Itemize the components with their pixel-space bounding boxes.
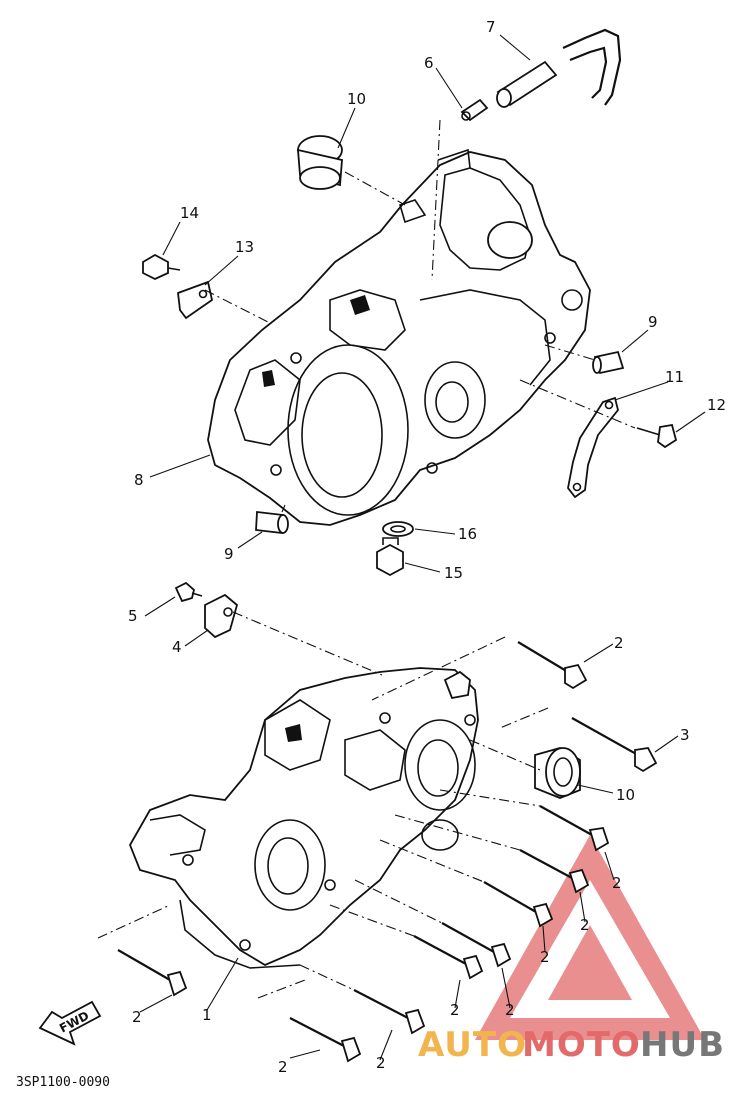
callout-2-h: 2	[376, 1054, 386, 1072]
callout-2-d: 2	[540, 948, 550, 966]
callout-2-b: 2	[612, 874, 622, 892]
dowel-pin-lower	[255, 510, 289, 535]
hose-part	[496, 28, 622, 108]
bushing-upper	[297, 135, 343, 190]
clamp-13	[177, 280, 214, 320]
callout-10-lower: 10	[616, 786, 635, 804]
leader-lines	[139, 34, 706, 1061]
callout-2-a: 2	[614, 634, 624, 652]
watermark-triangle-icon	[475, 835, 705, 1040]
bushing-lower	[534, 747, 581, 799]
callout-2-c: 2	[580, 916, 590, 934]
gasket-16	[382, 521, 414, 537]
holder-4	[204, 593, 239, 639]
plate-11	[567, 396, 619, 499]
crankcase-right-half	[207, 148, 591, 526]
callout-13: 13	[235, 238, 254, 256]
alignment-lines	[97, 119, 636, 999]
callout-labels: 7 6 10 14 13 9 11 12 8 9 16 15 5 4 2 3 1…	[128, 18, 726, 1076]
bolt-14	[142, 253, 181, 280]
screw-5	[174, 581, 203, 603]
callout-16: 16	[458, 525, 477, 543]
crankcase-left-half	[129, 667, 479, 969]
callout-2-i: 2	[278, 1058, 288, 1076]
watermark-logo: AUTO MOTO HUB	[418, 1025, 725, 1065]
drawing-code: 3SP1100-0090	[16, 1075, 110, 1090]
watermark-hub: HUB	[640, 1025, 725, 1065]
callout-4: 4	[172, 638, 182, 656]
callout-2-g: 2	[132, 1008, 142, 1026]
callout-9-lower: 9	[224, 545, 234, 563]
nipple-part	[460, 98, 489, 122]
drain-plug-15	[376, 537, 404, 577]
dowel-pin-upper	[592, 350, 625, 375]
callout-7: 7	[486, 18, 496, 36]
bolt-set-lower	[117, 641, 658, 1063]
forward-arrow-icon: FWD	[38, 1000, 102, 1046]
callout-5: 5	[128, 607, 138, 625]
callout-11: 11	[665, 368, 684, 386]
callout-2-e: 2	[450, 1001, 460, 1019]
watermark-moto: MOTO	[522, 1025, 641, 1065]
callout-10-upper: 10	[347, 90, 366, 108]
callout-6: 6	[424, 54, 434, 72]
callout-8: 8	[134, 471, 144, 489]
callout-3: 3	[680, 726, 690, 744]
callout-1: 1	[202, 1006, 212, 1024]
callout-14: 14	[180, 204, 199, 222]
callout-12: 12	[707, 396, 726, 414]
callout-15: 15	[444, 564, 463, 582]
callout-9-upper: 9	[648, 313, 658, 331]
bolt-12	[636, 423, 678, 449]
watermark-auto: AUTO	[418, 1025, 527, 1065]
callout-2-f: 2	[505, 1001, 515, 1019]
